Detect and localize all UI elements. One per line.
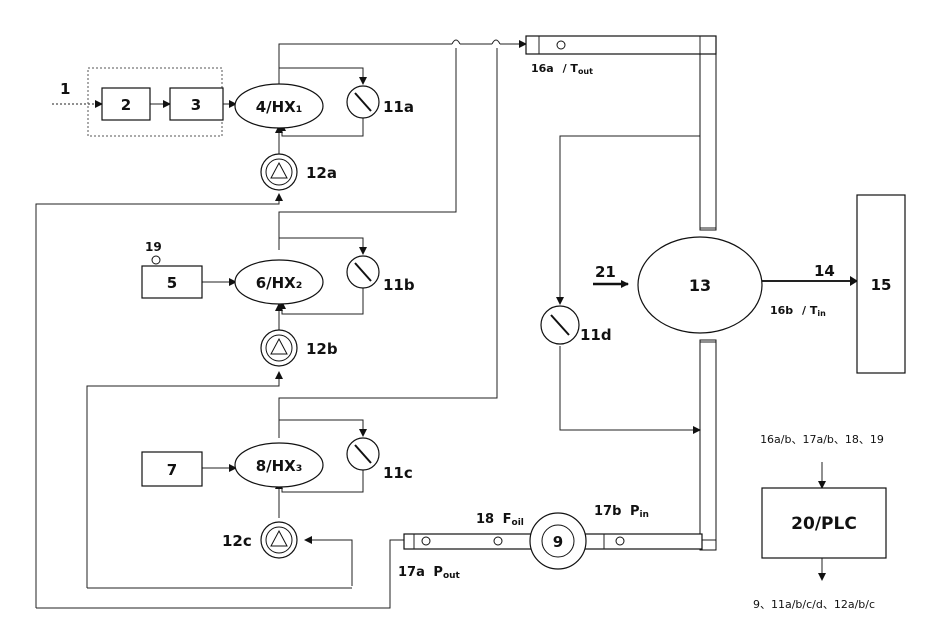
plc-outputs-label: 9、11a/b/c/d、12a/b/c (753, 598, 875, 611)
label-15: 15 (871, 276, 892, 294)
label-19: 19 (145, 240, 162, 254)
label-14: 14 (814, 262, 835, 280)
pump-12b-icon (261, 330, 297, 366)
label-7: 7 (167, 461, 177, 479)
label-17b: 17b Pin (594, 504, 649, 520)
label-hx2: 6/HX₂ (256, 274, 303, 292)
valve-11d-icon (541, 306, 579, 344)
sensor-17b-bar (578, 534, 702, 549)
label-11b: 11b (383, 276, 415, 294)
pump-12c-icon (261, 522, 297, 558)
valve-11b-icon (347, 256, 379, 288)
label-11d: 11d (580, 326, 612, 344)
label-18: 18 Foil (476, 512, 524, 528)
label-plc: 20/PLC (791, 514, 857, 534)
label-9: 9 (553, 533, 563, 551)
label-17a: 17a Pout (398, 565, 461, 581)
plc-inputs-label: 16a/b、17a/b、18、19 (760, 433, 884, 446)
label-12c: 12c (222, 532, 252, 550)
label-3: 3 (191, 96, 201, 114)
label-2: 2 (121, 96, 131, 114)
pipe-segment-upper (700, 54, 716, 230)
label-21: 21 (595, 263, 616, 281)
sensor-17a-18-bar (404, 534, 534, 549)
label-13: 13 (689, 276, 711, 295)
label-16b: 16b / Tin (770, 304, 826, 318)
valve-11a-icon (347, 86, 379, 118)
label-11c: 11c (383, 464, 413, 482)
label-12a: 12a (306, 164, 337, 182)
label-1: 1 (60, 80, 70, 98)
sensor-19-icon (152, 256, 160, 264)
label-hx3: 8/HX₃ (256, 457, 303, 475)
pump-12a-icon (261, 154, 297, 190)
label-hx1: 4/HX₁ (256, 98, 303, 116)
sensor-16a-bar (526, 36, 716, 54)
label-11a: 11a (383, 98, 414, 116)
label-16a: 16a / Tout (531, 62, 593, 76)
valve-11c-icon (347, 438, 379, 470)
pipe-segment-lower (700, 340, 716, 550)
label-12b: 12b (306, 340, 338, 358)
label-5: 5 (167, 274, 177, 292)
